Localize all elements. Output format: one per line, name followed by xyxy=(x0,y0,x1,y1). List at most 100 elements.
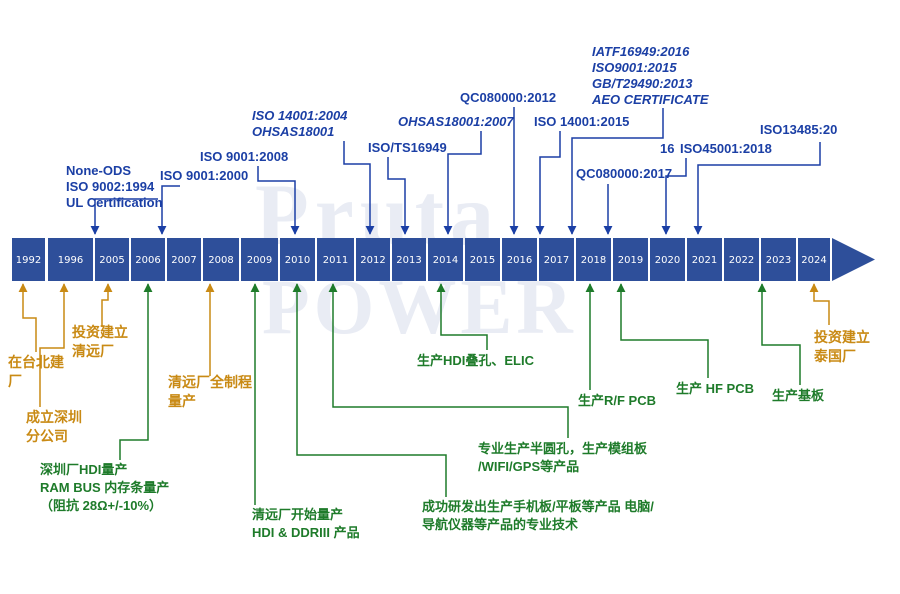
year-label-2012: 2012 xyxy=(360,255,385,266)
cert-label-c2024: ISO13485:20 xyxy=(760,122,837,138)
year-segment-2011 xyxy=(317,238,354,281)
event-line: 生产HDI叠孔、ELIC xyxy=(417,353,535,368)
event-line: RAM BUS 内存条量产 xyxy=(40,480,170,495)
event-label-e2014: 生产HDI叠孔、ELIC xyxy=(417,352,534,370)
cert-line: ISO 9001:2000 xyxy=(160,168,249,183)
event-line: 投资建立 xyxy=(814,329,870,345)
event-label-e1996: 成立深圳分公司 xyxy=(26,408,82,446)
event-line: 量产 xyxy=(168,393,196,409)
event-label-e2008: 清远厂全制程量产 xyxy=(168,373,252,411)
event-line: 深圳厂HDI量产 xyxy=(40,462,128,477)
event-label-e2005: 投资建立清远厂 xyxy=(72,323,128,361)
year-label-2011: 2011 xyxy=(323,255,348,266)
cert-line: ISO/TS16949 xyxy=(368,140,447,155)
cert-connector-c2021 xyxy=(693,142,821,235)
year-label-2019: 2019 xyxy=(618,255,643,266)
event-line: 厂 xyxy=(8,373,22,389)
year-segment-2020 xyxy=(650,238,685,281)
cert-line: IATF16949:2016 xyxy=(592,44,690,59)
cert-connector-c2006 xyxy=(157,185,180,235)
event-label-e2024: 投资建立泰国厂 xyxy=(814,328,870,366)
year-label-2006: 2006 xyxy=(135,255,160,266)
year-segment-2008 xyxy=(203,238,239,281)
cert-connector-c2018a xyxy=(567,108,664,235)
event-label-e2009: 清远厂开始量产 HDI & DDRIII 产品 xyxy=(252,506,360,542)
cert-line: ISO 14001:2015 xyxy=(534,114,630,129)
year-segment-2021 xyxy=(687,238,722,281)
year-segment-2024 xyxy=(798,238,830,281)
year-segment-2019 xyxy=(613,238,648,281)
cert-line: QC080000:2012 xyxy=(460,90,557,105)
year-segment-1996 xyxy=(48,238,93,281)
event-line: 生产 HF PCB xyxy=(676,381,755,396)
cert-connector-c2010 xyxy=(343,141,375,235)
cert-connector-c2020 xyxy=(661,158,687,235)
year-label-2017: 2017 xyxy=(544,255,569,266)
cert-line: OHSAS18001 xyxy=(252,124,335,139)
event-line: 生产基板 xyxy=(772,388,825,403)
cert-line: 16 xyxy=(660,141,675,156)
cert-connector-c2005 xyxy=(90,198,158,235)
event-line: 成立深圳 xyxy=(26,409,82,425)
event-line: 在台北建 xyxy=(8,354,64,370)
year-segment-2016 xyxy=(502,238,537,281)
year-segment-2023 xyxy=(761,238,796,281)
event-line: 分公司 xyxy=(26,428,68,444)
cert-label-c2009: ISO 9001:2008 xyxy=(200,149,288,165)
event-connector-e2023 xyxy=(757,283,801,385)
cert-line: None-ODS xyxy=(66,163,131,178)
cert-connector-c2017 xyxy=(535,131,561,235)
cert-label-c2020: 16 xyxy=(660,141,674,157)
event-label-e2010: 成功研发出生产手机板/平板等产品 电脑/导航仪器等产品的专业技术 xyxy=(422,498,654,534)
event-label-e1992: 在台北建厂 xyxy=(8,353,64,391)
event-line: 清远厂全制程 xyxy=(168,374,252,390)
event-connector-e1992 xyxy=(18,283,37,352)
year-segment-2014 xyxy=(428,238,463,281)
year-segment-2015 xyxy=(465,238,500,281)
event-connector-e2006 xyxy=(119,283,153,460)
cert-connector-c2009 xyxy=(257,166,300,235)
event-label-e2023: 生产基板 xyxy=(772,387,824,405)
cert-label-c2018b: QC080000:2017 xyxy=(576,166,672,182)
year-segment-1992 xyxy=(12,238,45,281)
event-line: 清远厂开始量产 xyxy=(252,507,344,522)
event-connector-e2010 xyxy=(292,283,447,497)
event-connector-e1996 xyxy=(39,283,69,407)
year-label-2013: 2013 xyxy=(396,255,421,266)
year-label-2008: 2008 xyxy=(208,255,233,266)
cert-line: ISO9001:2015 xyxy=(592,60,677,75)
cert-label-c2016: QC080000:2012 xyxy=(460,90,556,106)
cert-line: OHSAS18001:2007 xyxy=(398,114,514,129)
event-line: 成功研发出生产手机板/平板等产品 电脑/ xyxy=(422,499,654,514)
event-line: HDI & DDRIII 产品 xyxy=(252,525,360,540)
year-segment-2005 xyxy=(95,238,129,281)
cert-label-c2006: ISO 9001:2000 xyxy=(160,168,248,184)
cert-line: ISO45001:2018 xyxy=(680,141,772,156)
year-label-2014: 2014 xyxy=(433,255,458,266)
year-label-2021: 2021 xyxy=(692,255,717,266)
event-connector-e2014 xyxy=(436,283,488,350)
cert-connector-c2012 xyxy=(387,157,410,235)
timeline-arrowhead xyxy=(832,238,875,281)
year-label-2024: 2024 xyxy=(801,255,826,266)
cert-line: ISO 9001:2008 xyxy=(200,149,289,164)
year-label-1996: 1996 xyxy=(58,255,83,266)
year-segment-2006 xyxy=(131,238,165,281)
event-line: 生产R/F PCB xyxy=(578,393,657,408)
cert-line: QC080000:2017 xyxy=(576,166,673,181)
cert-label-c2021: ISO45001:2018 xyxy=(680,141,772,157)
year-label-2018: 2018 xyxy=(581,255,606,266)
event-line: /WIFI/GPS等产品 xyxy=(478,459,580,474)
event-line: 投资建立 xyxy=(72,324,128,340)
cert-label-c2017: ISO 14001:2015 xyxy=(534,114,629,130)
year-label-1992: 1992 xyxy=(16,255,41,266)
event-line: 导航仪器等产品的专业技术 xyxy=(422,517,579,532)
year-label-2020: 2020 xyxy=(655,255,680,266)
year-label-2009: 2009 xyxy=(247,255,272,266)
year-label-2016: 2016 xyxy=(507,255,532,266)
year-segment-2018 xyxy=(576,238,611,281)
cert-line: GB/T29490:2013 xyxy=(592,76,693,91)
year-label-2022: 2022 xyxy=(729,255,754,266)
